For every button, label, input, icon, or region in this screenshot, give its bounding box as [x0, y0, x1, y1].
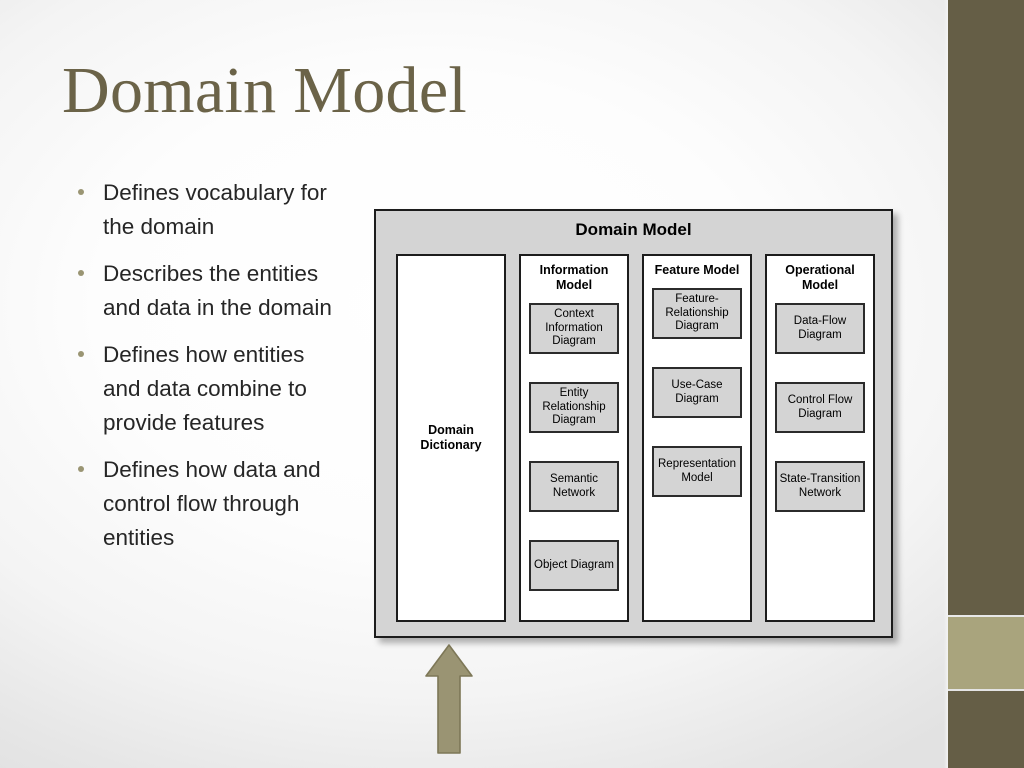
decorative-sidebar — [948, 0, 1024, 768]
column-title: Information Model — [539, 263, 609, 292]
list-item: Defines vocabulary for the domain — [72, 176, 342, 244]
page-title: Domain Model — [62, 54, 468, 127]
bullet-dot-icon — [78, 189, 84, 195]
diagram-box: Entity Relationship Diagram — [529, 382, 619, 433]
diagram-box: Context Information Diagram — [529, 303, 619, 354]
diagram-box: Control Flow Diagram — [775, 382, 865, 433]
list-item-label: Defines how data and control flow throug… — [103, 457, 321, 550]
diagram-box: Data-Flow Diagram — [775, 303, 865, 354]
diagram-box: Object Diagram — [529, 540, 619, 591]
list-item-label: Defines how entities and data combine to… — [103, 342, 307, 435]
diagram-box: State-Transition Network — [775, 461, 865, 512]
bullet-dot-icon — [78, 351, 84, 357]
column-title: Feature Model — [654, 263, 740, 277]
diagram-box: Feature-Relationship Diagram — [652, 288, 742, 339]
diagram-box: Use-Case Diagram — [652, 367, 742, 418]
up-arrow-icon — [425, 644, 473, 754]
diagram-columns: Domain Dictionary Information Model Cont… — [396, 254, 875, 622]
sidebar-band-bottom — [948, 691, 1024, 768]
list-item: Defines how entities and data combine to… — [72, 338, 342, 440]
column-box-group: Context Information Diagram Entity Relat… — [521, 303, 627, 591]
diagram-column-operational-model: Operational Model Data-Flow Diagram Cont… — [765, 254, 875, 622]
bullet-dot-icon — [78, 270, 84, 276]
sidebar-band-top — [948, 0, 1024, 615]
diagram-box: Representation Model — [652, 446, 742, 497]
list-item-label: Defines vocabulary for the domain — [103, 180, 327, 239]
bullet-dot-icon — [78, 466, 84, 472]
diagram-column-feature-model: Feature Model Feature-Relationship Diagr… — [642, 254, 752, 622]
bullet-list: Defines vocabulary for the domain Descri… — [72, 176, 342, 568]
column-title: Operational Model — [785, 263, 855, 292]
diagram-column-domain-dictionary: Domain Dictionary — [396, 254, 506, 622]
diagram-box: Semantic Network — [529, 461, 619, 512]
list-item-label: Describes the entities and data in the d… — [103, 261, 332, 320]
column-title: Domain Dictionary — [420, 423, 482, 452]
diagram-column-information-model: Information Model Context Information Di… — [519, 254, 629, 622]
domain-model-diagram: Domain Model Domain Dictionary Informati… — [374, 209, 893, 638]
column-box-group: Feature-Relationship Diagram Use-Case Di… — [644, 288, 750, 497]
sidebar-band-accent — [948, 617, 1024, 689]
list-item: Defines how data and control flow throug… — [72, 453, 342, 555]
diagram-title: Domain Model — [575, 220, 692, 239]
list-item: Describes the entities and data in the d… — [72, 257, 342, 325]
column-box-group: Data-Flow Diagram Control Flow Diagram S… — [767, 303, 873, 512]
sidebar-edge-highlight — [944, 0, 948, 768]
